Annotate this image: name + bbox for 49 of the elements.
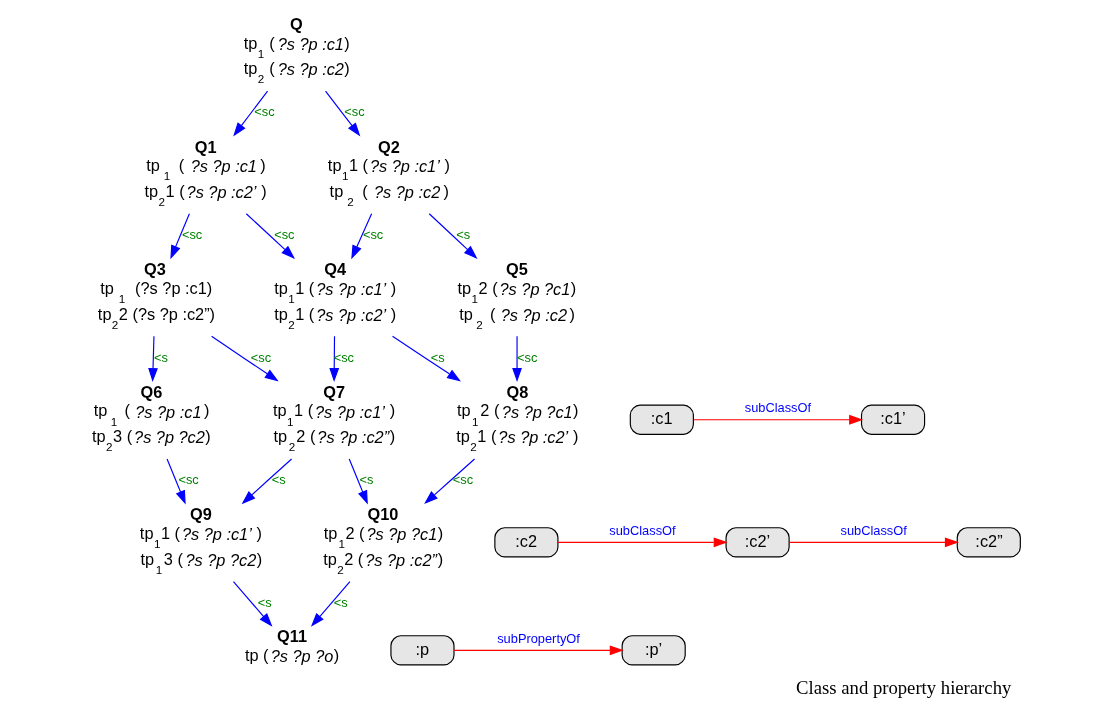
- edge-label: <sc: [250, 349, 272, 365]
- edge-label: <sc: [452, 472, 474, 488]
- node-box: :c2”: [956, 527, 1021, 558]
- arrow: [788, 537, 959, 548]
- arrow: [211, 335, 279, 382]
- arrow: [692, 414, 864, 425]
- edge-label: <s: [456, 227, 471, 243]
- node-box: :c2’: [725, 527, 790, 558]
- edge-label: subPropertyOf: [497, 631, 580, 647]
- arrow: [233, 90, 269, 137]
- node-box: :p’: [621, 635, 686, 666]
- arrow: [245, 213, 295, 259]
- caption: Class and property hierarchy: [796, 677, 1012, 699]
- edge-label: <sc: [362, 227, 384, 243]
- edge-label: <s: [333, 594, 348, 610]
- edge-label: subClassOf: [609, 523, 676, 539]
- edge-label: <sc: [178, 472, 199, 488]
- arrow: [512, 335, 522, 383]
- arrow: [391, 335, 461, 382]
- edge-label: subClassOf: [840, 523, 907, 539]
- edge-label: <sc: [274, 227, 295, 243]
- arrow: [170, 213, 190, 260]
- edge-label: <s: [271, 472, 286, 488]
- arrow: [148, 335, 158, 383]
- edge-label: <s: [359, 472, 374, 488]
- arrow: [453, 645, 624, 656]
- arrow: [424, 458, 476, 505]
- edge-label: <s: [257, 594, 272, 610]
- node-box: :c1’: [860, 404, 926, 435]
- arrow: [351, 213, 373, 260]
- edge-label: <s: [153, 349, 168, 365]
- edge-label: <sc: [254, 104, 275, 120]
- arrow: [324, 90, 361, 137]
- edge-label: <sc: [344, 104, 365, 120]
- edge-label: <sc: [181, 227, 203, 243]
- arrow: [241, 458, 293, 505]
- edge-label: <s: [430, 349, 445, 365]
- arrow: [329, 335, 340, 383]
- node-box: :p: [390, 635, 455, 666]
- node-box: :c1: [629, 404, 694, 435]
- arrow: [348, 458, 368, 505]
- arrow: [557, 537, 728, 548]
- arrow: [232, 581, 273, 627]
- arrow: [310, 581, 351, 627]
- node-box: :c2: [494, 527, 559, 558]
- arrow: [166, 458, 186, 505]
- node-text: Q11 tp (?s ?p ?o): [244, 627, 340, 666]
- edge-label: subClassOf: [744, 400, 812, 416]
- arrow: [428, 213, 478, 259]
